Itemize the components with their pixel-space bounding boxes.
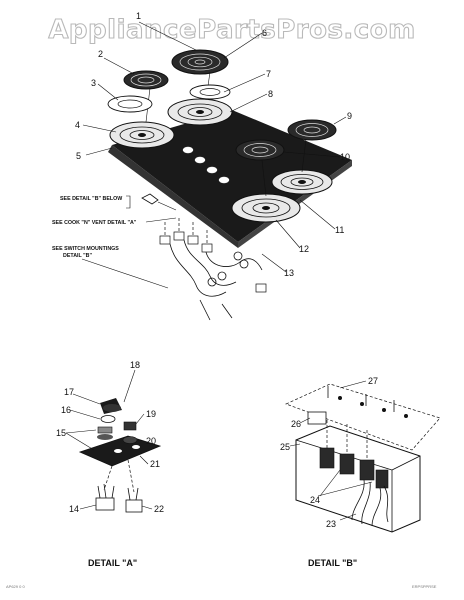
callout-23: 23 [326,519,336,529]
drip-pan-3 [107,95,153,113]
receptacle-block-left [159,218,213,253]
callout-26: 26 [291,419,301,429]
control-knobs [182,146,230,184]
callout-13: 13 [284,268,294,278]
surface-element-1 [171,49,229,101]
callout-11: 11 [335,225,344,235]
detail-b-callouts: 27 26 25 24 23 [280,376,378,529]
detail-a-caption: DETAIL "A" [88,558,137,568]
detail-a-callouts: 18 17 16 15 19 20 21 14 22 [56,360,164,514]
callout-10: 10 [340,152,350,162]
callout-24: 24 [310,495,320,505]
detail-a-leaders [65,369,153,510]
watermark: AppliancePartsPros.com [48,15,415,45]
callout-18: 18 [130,360,140,370]
callout-3: 3 [91,78,96,88]
callout-12: 12 [299,244,309,254]
detail-a-switch-14 [95,497,115,511]
note-switch-detail: DETAIL "B" [63,253,92,259]
detail-b-switch-box [295,425,421,533]
detail-a-assembly [78,398,162,513]
callout-1: 1 [136,11,141,21]
burner-well-right-rear [271,169,333,195]
callout-17: 17 [64,387,74,397]
detail-a-ring-16 [100,415,116,423]
detail-a-bushing [97,426,113,434]
callout-14: 14 [69,504,79,514]
footer-right-code: ERPSPPRSE [412,584,437,589]
callout-20: 20 [146,436,156,446]
drip-pan-6 [189,84,231,100]
burner-well-left-rear [167,98,233,126]
cooktop-panel [112,110,352,242]
main-callouts: 1 2 3 4 5 6 7 8 9 10 11 12 13 [75,11,352,278]
note-switch-mountings: SEE SWITCH MOUNTINGS [52,246,119,252]
callout-4: 4 [75,120,80,130]
callout-22: 22 [154,504,164,514]
main-notes: SEE DETAIL "B" BELOW SEE COOK "N" VENT D… [52,195,177,289]
callout-25: 25 [280,442,290,452]
callout-16: 16 [61,405,71,415]
callout-15: 15 [56,428,66,438]
cooktop-front-edge [108,145,238,248]
vent-switch-part [141,193,177,211]
callout-5: 5 [76,151,81,161]
burner-well-left-front [109,121,175,149]
callout-19: 19 [146,409,156,419]
detail-a-switch-22 [125,499,143,513]
callout-2: 2 [98,49,103,59]
detail-b-leaders [289,380,373,521]
callout-8: 8 [268,89,273,99]
note-see-detail-b: SEE DETAIL "B" BELOW [60,196,122,202]
detail-a-washer-20 [122,436,138,444]
main-leader-lines [82,21,347,273]
detail-b-caption: DETAIL "B" [308,558,357,568]
surface-element-2 [123,70,169,123]
note-cook-vent: SEE COOK "N" VENT DETAIL "A" [52,220,137,226]
callout-6: 6 [262,28,267,38]
detail-b-switches-24 [319,420,389,489]
footer-left-code: AP629 0 0 [6,584,25,589]
callout-9: 9 [347,111,352,121]
surface-element-10 [235,139,285,197]
detail-b-assembly [285,383,441,533]
detail-b-bracket-26 [307,411,327,425]
callout-27: 27 [368,376,378,386]
burner-well-right-front [231,193,301,223]
detail-a-nut-19 [123,421,137,431]
callout-7: 7 [266,69,271,79]
callout-21: 21 [150,459,160,469]
detail-b-panel [285,383,441,451]
wiring-harness [169,239,267,321]
cooktop-assembly [107,49,352,321]
surface-element-9 [287,119,337,173]
